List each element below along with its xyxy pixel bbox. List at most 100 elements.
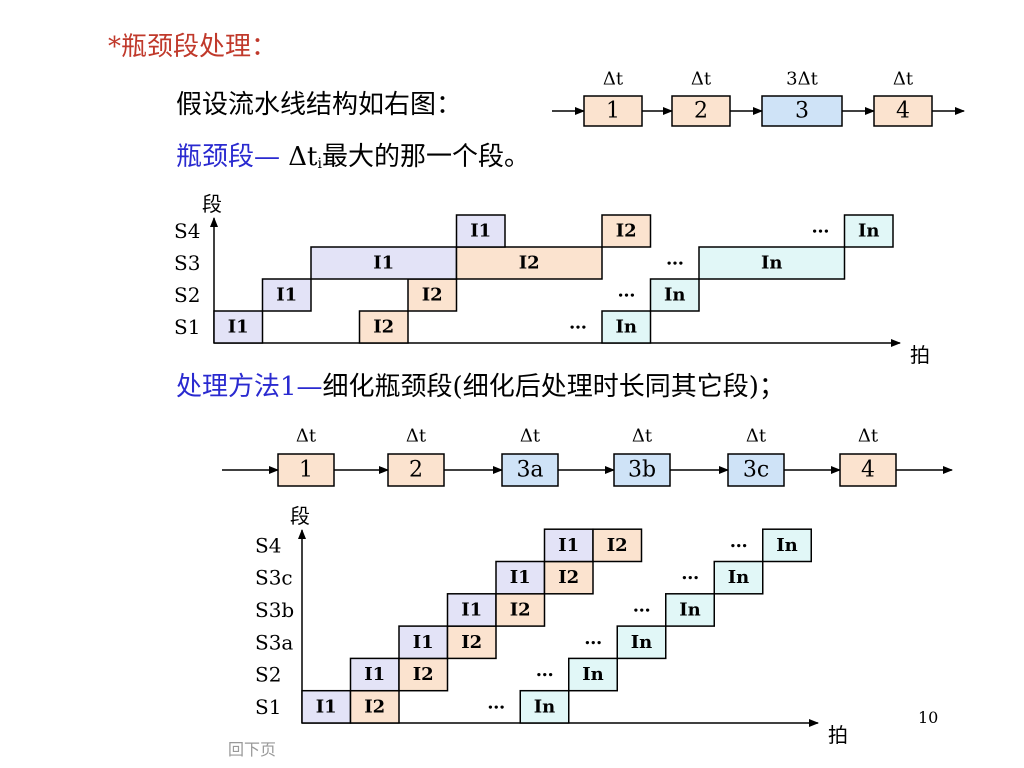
- instruction-label: I2: [607, 535, 628, 556]
- instruction-label: I2: [510, 599, 531, 620]
- pipeline-2-stage-time: Δt: [632, 426, 653, 447]
- instruction-block: [616, 625, 667, 660]
- page-number: 10: [918, 708, 939, 727]
- row-label: S2: [174, 283, 200, 307]
- instruction-block: [398, 657, 449, 692]
- method-rest: 细化瓶颈段(细化后处理时长同其它段)；: [322, 372, 785, 402]
- row-label: S2: [255, 663, 281, 687]
- instruction-label: I2: [373, 317, 394, 338]
- pipeline-2-stage-label: 3b: [628, 458, 656, 483]
- instruction-block: [495, 560, 546, 595]
- ellipsis: …: [487, 692, 505, 713]
- method-label: 处理方法1—: [176, 372, 323, 402]
- bottleneck-term: 瓶颈段—: [176, 142, 281, 172]
- instruction-label: I1: [364, 664, 385, 685]
- instruction-block: [568, 657, 618, 692]
- instruction-block: [446, 625, 497, 660]
- instruction-block: [843, 214, 894, 248]
- instruction-block: [543, 528, 594, 563]
- instruction-block: [349, 657, 400, 692]
- instruction-label: In: [728, 567, 750, 588]
- instruction-label: In: [615, 317, 637, 338]
- instruction-label: In: [761, 253, 783, 274]
- instruction-block: [446, 593, 497, 627]
- row-label: S3b: [255, 598, 294, 622]
- bottleneck-definition: 瓶颈段— Δti最大的那一个段。: [176, 136, 530, 173]
- intro-text: 假设流水线结构如右图：: [176, 90, 463, 120]
- instruction-block: [649, 278, 700, 312]
- ellipsis: …: [618, 281, 636, 302]
- bottleneck-subscript: i: [317, 156, 322, 172]
- instruction-label: I1: [558, 535, 579, 556]
- x-axis-label: 拍: [910, 343, 930, 367]
- instruction-label: I2: [364, 696, 385, 717]
- instruction-block: [455, 214, 506, 248]
- pipeline-1-stage-label: 3: [795, 99, 809, 124]
- ellipsis: …: [730, 531, 748, 552]
- pipeline-2-stage-box: [839, 453, 897, 487]
- method-text: 处理方法1—细化瓶颈段(细化后处理时长同其它段)；: [176, 366, 785, 403]
- row-label: S3: [174, 251, 200, 275]
- instruction-block: [665, 593, 715, 627]
- bottleneck-delta: Δt: [288, 142, 318, 172]
- instruction-block: [601, 310, 652, 344]
- ellipsis: …: [812, 217, 830, 238]
- row-label: S1: [255, 695, 281, 719]
- pipeline-1-stage-box: [873, 95, 933, 127]
- pipeline-2-stage-label: 4: [861, 458, 875, 483]
- ellipsis: …: [584, 628, 602, 649]
- instruction-label: I2: [519, 253, 540, 274]
- instruction-label: I2: [558, 567, 579, 588]
- instruction-block: [762, 528, 812, 563]
- pipeline-2-stage-time: Δt: [296, 426, 317, 447]
- pipeline-2-stage-time: Δt: [520, 426, 541, 447]
- row-label: S3c: [255, 566, 293, 590]
- instruction-label: In: [582, 664, 604, 685]
- row-label: S1: [174, 315, 200, 339]
- instruction-label: I1: [510, 567, 531, 588]
- instruction-block: [407, 278, 458, 312]
- instruction-label: In: [679, 599, 701, 620]
- pipeline-1-stage-box: [583, 95, 643, 127]
- y-axis-label: 段: [202, 192, 222, 216]
- ellipsis: …: [536, 660, 554, 681]
- instruction-block: [301, 689, 352, 724]
- pipeline-2-stage-label: 3c: [743, 458, 769, 483]
- pipeline-1-stage-time: Δt: [893, 69, 914, 90]
- back-link[interactable]: 回下页: [228, 740, 277, 759]
- pipeline-2-stage-box: [501, 453, 559, 487]
- instruction-block: [495, 593, 546, 627]
- instruction-label: I1: [276, 285, 297, 306]
- ellipsis: …: [666, 249, 684, 270]
- pipeline-2-stage-label: 2: [409, 458, 423, 483]
- pipeline-1-stage-label: 1: [606, 99, 620, 124]
- instruction-label: I1: [228, 317, 249, 338]
- instruction-block: [543, 560, 594, 595]
- instruction-block: [213, 310, 264, 344]
- instruction-block: [592, 528, 643, 563]
- instruction-block: [261, 278, 312, 312]
- instruction-block: [358, 310, 409, 344]
- instruction-block: [601, 214, 652, 248]
- instruction-label: I1: [470, 221, 491, 242]
- y-axis-label: 段: [290, 504, 310, 528]
- pipeline-1-stage-time: Δt: [603, 69, 624, 90]
- pipeline-1-stage-label: 4: [896, 99, 910, 124]
- instruction-block: [713, 560, 764, 595]
- slide-title: *瓶颈段处理：: [108, 32, 278, 62]
- instruction-label: I2: [616, 221, 637, 242]
- row-label: S3a: [255, 630, 293, 654]
- instruction-label: I2: [422, 285, 443, 306]
- instruction-label: I1: [316, 696, 337, 717]
- instruction-block: [455, 246, 603, 280]
- ellipsis: …: [681, 563, 699, 584]
- instruction-label: I2: [461, 632, 482, 653]
- pipeline-1-stage-time: Δt: [691, 69, 712, 90]
- instruction-label: In: [858, 221, 880, 242]
- pipeline-2-stage-box: [277, 453, 335, 487]
- instruction-label: I2: [413, 664, 434, 685]
- instruction-label: In: [776, 535, 798, 556]
